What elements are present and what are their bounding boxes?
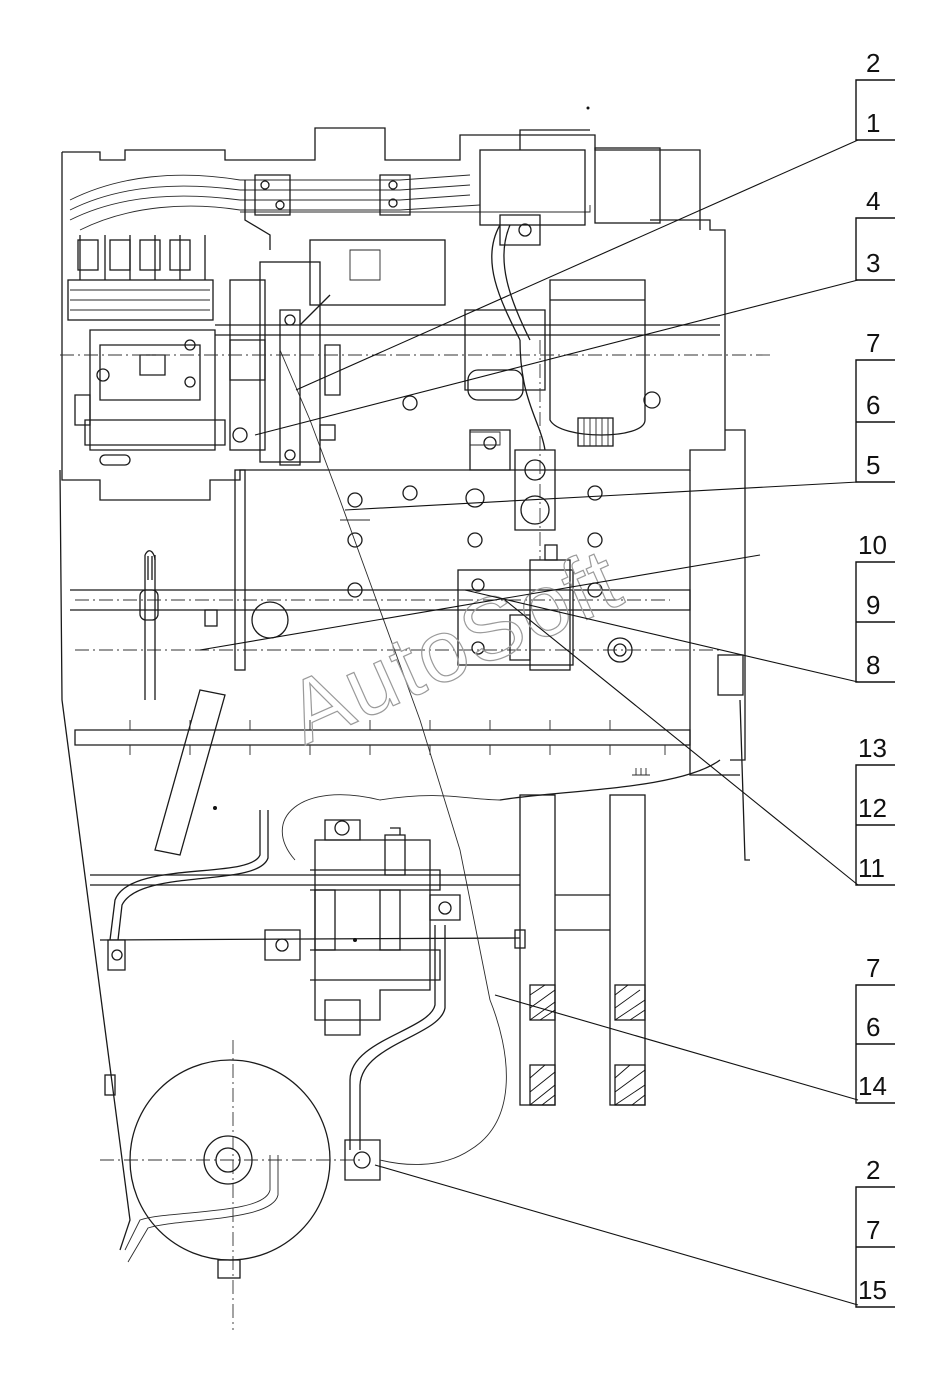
fuel-lines-lower: [109, 349, 507, 1263]
callout-2-bottom: 3: [866, 248, 880, 278]
top-housings: [229, 129, 661, 463]
tank-end-view: [104, 1059, 331, 1279]
callout-1-top: 2: [866, 48, 880, 78]
leader-14: [494, 994, 859, 1101]
callout-5-middle: 12: [858, 793, 887, 823]
callout-6-bottom: 14: [858, 1071, 887, 1101]
callout-group-5: 13 12 11: [855, 733, 895, 886]
callout-5-top: 13: [858, 733, 887, 763]
callout-7-middle: 7: [866, 1215, 880, 1245]
callout-3-bottom: 5: [866, 450, 880, 480]
callout-group-3: 7 6 5: [855, 328, 895, 483]
transfer-pump: [90, 819, 526, 1036]
dipstick: [139, 469, 289, 856]
callout-6-middle: 6: [866, 1012, 880, 1042]
leader-lines: [199, 139, 859, 1306]
callout-column: 2 1 4 3 7 6 5 10 9 8 13 12 11: [855, 48, 895, 1308]
callout-1-bottom: 1: [866, 108, 880, 138]
watermark-text: AutoSoft: [272, 528, 635, 762]
callout-group-7: 2 7 15: [855, 1155, 895, 1308]
mount-brackets: [499, 759, 721, 1106]
leader-3: [254, 279, 859, 436]
callout-3-top: 7: [866, 328, 880, 358]
callout-7-top: 2: [866, 1155, 880, 1185]
misc-bolts: [147, 424, 558, 942]
callout-6-top: 7: [866, 953, 880, 983]
callout-4-middle: 9: [866, 590, 880, 620]
callout-group-2: 4 3: [855, 186, 895, 281]
linkage: [279, 294, 341, 466]
leader-8b: [199, 554, 761, 651]
callout-group-4: 10 9 8: [855, 530, 895, 683]
leader-15: [374, 1164, 859, 1306]
callout-2-top: 4: [866, 186, 880, 216]
leader-11: [504, 599, 859, 886]
callout-4-top: 10: [858, 530, 887, 560]
leader-8: [464, 589, 859, 683]
leader-1: [295, 139, 859, 391]
center-lines: [60, 340, 770, 1330]
callout-group-6: 7 6 14: [855, 953, 895, 1104]
callout-3-middle: 6: [866, 390, 880, 420]
leader-5: [344, 481, 859, 511]
callout-7-bottom: 15: [858, 1275, 887, 1305]
callout-5-bottom: 11: [858, 853, 885, 883]
callout-group-1: 2 1: [855, 48, 895, 141]
callout-4-bottom: 8: [866, 650, 880, 680]
injector-lines: [69, 174, 591, 280]
injection-pump: [74, 329, 266, 466]
fuel-filter: [464, 279, 661, 447]
stray-dot: [586, 106, 590, 110]
